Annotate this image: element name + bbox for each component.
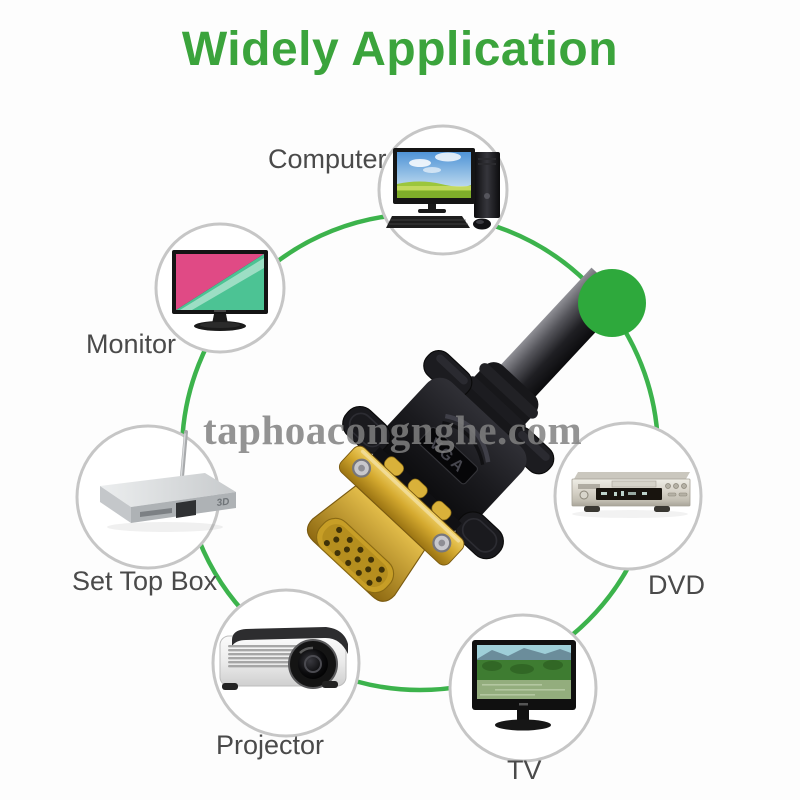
green-connection-dot bbox=[578, 269, 646, 337]
set-top-box-label: Set Top Box bbox=[72, 566, 218, 596]
watermark-text: taphoacongnghe.com bbox=[203, 407, 583, 453]
projector-node bbox=[211, 588, 361, 738]
computer-icon bbox=[386, 148, 500, 230]
set-top-box-node: 3D bbox=[75, 424, 236, 570]
dvd-player-icon bbox=[571, 472, 691, 518]
svg-text:3D: 3D bbox=[216, 497, 230, 509]
computer-node bbox=[377, 124, 509, 256]
set-top-box-icon: 3D bbox=[100, 430, 236, 532]
projector-label: Projector bbox=[216, 730, 325, 760]
page-title: Widely Application bbox=[181, 23, 619, 76]
monitor-label: Monitor bbox=[86, 329, 177, 359]
dvd-label: DVD bbox=[648, 570, 706, 600]
vga-pins bbox=[323, 526, 385, 586]
projector-icon bbox=[219, 627, 348, 690]
monitor-icon bbox=[172, 250, 268, 331]
monitor-node bbox=[154, 222, 286, 354]
tv-node bbox=[448, 613, 598, 763]
tv-label: TV bbox=[507, 755, 542, 785]
dvd-node bbox=[553, 421, 703, 571]
computer-label: Computer bbox=[268, 144, 387, 174]
tv-icon bbox=[472, 640, 576, 731]
